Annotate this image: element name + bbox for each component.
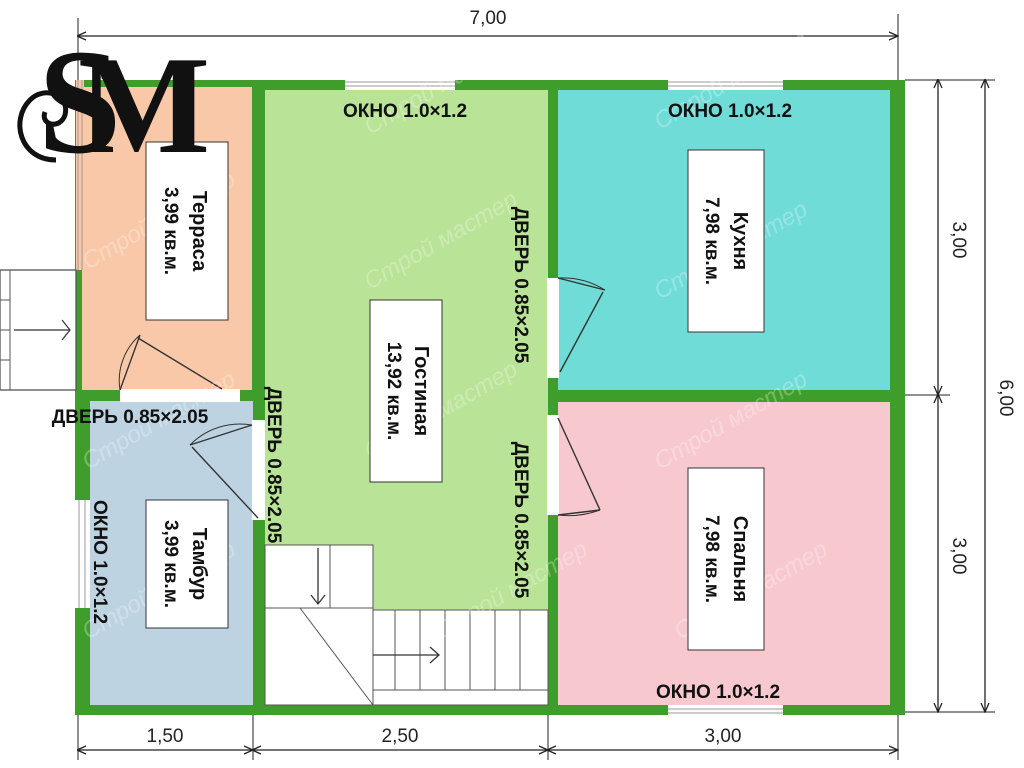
label-door-kitchen: ДВЕРЬ 0.85×2.05 [510, 207, 531, 364]
room-name-kitchen: Кухня [729, 212, 751, 270]
entrance-porch [0, 269, 77, 391]
room-label-terrace: Терраса 3,99 кв.м. [145, 141, 229, 321]
door-living-kitchen [547, 277, 606, 378]
room-label-kitchen: Кухня 7,98 кв.м. [687, 149, 765, 333]
door-terrace-tambur [118, 334, 240, 402]
window-tambur [74, 500, 90, 608]
dimension-right: 3,00 3,00 6,00 [905, 80, 1016, 712]
room-area-tambur: 3,99 кв.м. [160, 520, 181, 608]
room-area-kitchen: 7,98 кв.м. [701, 197, 722, 285]
sm-logo: S M [17, 19, 210, 185]
label-door-entrance: ДВЕРЬ 0.85×2.05 [52, 407, 209, 428]
dimension-bottom-left: 1,50 [147, 726, 184, 747]
room-name-tambur: Тамбур [188, 528, 210, 601]
window-bedroom [668, 705, 783, 717]
label-window-bedroom: ОКНО 1.0×1.2 [656, 682, 780, 703]
dimension-total-width: 7,00 [470, 8, 507, 29]
room-label-living: Гостиная 13,92 кв.м. [369, 299, 443, 483]
room-label-bedroom: Спальня 7,98 кв.м. [687, 467, 765, 651]
door-living-bedroom [547, 415, 601, 517]
dimension-right-bottom: 3,00 [948, 538, 969, 575]
room-name-living: Гостиная [410, 346, 432, 436]
label-window-kitchen: ОКНО 1.0×1.2 [668, 101, 792, 122]
window-living [345, 78, 455, 90]
room-label-tambur: Тамбур 3,99 кв.м. [145, 499, 229, 629]
room-area-bedroom: 7,98 кв.м. [701, 515, 722, 603]
dimension-bottom-right: 3,00 [705, 726, 742, 747]
dimension-top: 7,00 [78, 8, 898, 80]
room-name-terrace: Терраса [188, 191, 210, 272]
label-door-bedroom: ДВЕРЬ 0.85×2.05 [510, 442, 531, 599]
label-window-living: ОКНО 1.0×1.2 [343, 101, 467, 122]
dimension-total-height: 6,00 [995, 380, 1016, 417]
label-window-tambur: ОКНО 1.0×1.2 [89, 500, 110, 624]
room-area-terrace: 3,99 кв.м. [160, 187, 181, 275]
logo-letter-m: M [78, 28, 210, 183]
room-area-living: 13,92 кв.м. [383, 342, 404, 441]
dimension-right-top: 3,00 [948, 222, 969, 259]
room-name-bedroom: Спальня [729, 516, 751, 602]
dimension-bottom-mid: 2,50 [382, 726, 419, 747]
dimension-bottom: 1,50 2,50 3,00 [78, 715, 898, 760]
window-kitchen [668, 78, 783, 90]
staircase [264, 544, 549, 706]
label-door-tambur: ДВЕРЬ 0.85×2.05 [263, 387, 284, 544]
door-tambur-living [189, 420, 265, 520]
logo-letter-s: S [38, 19, 121, 185]
